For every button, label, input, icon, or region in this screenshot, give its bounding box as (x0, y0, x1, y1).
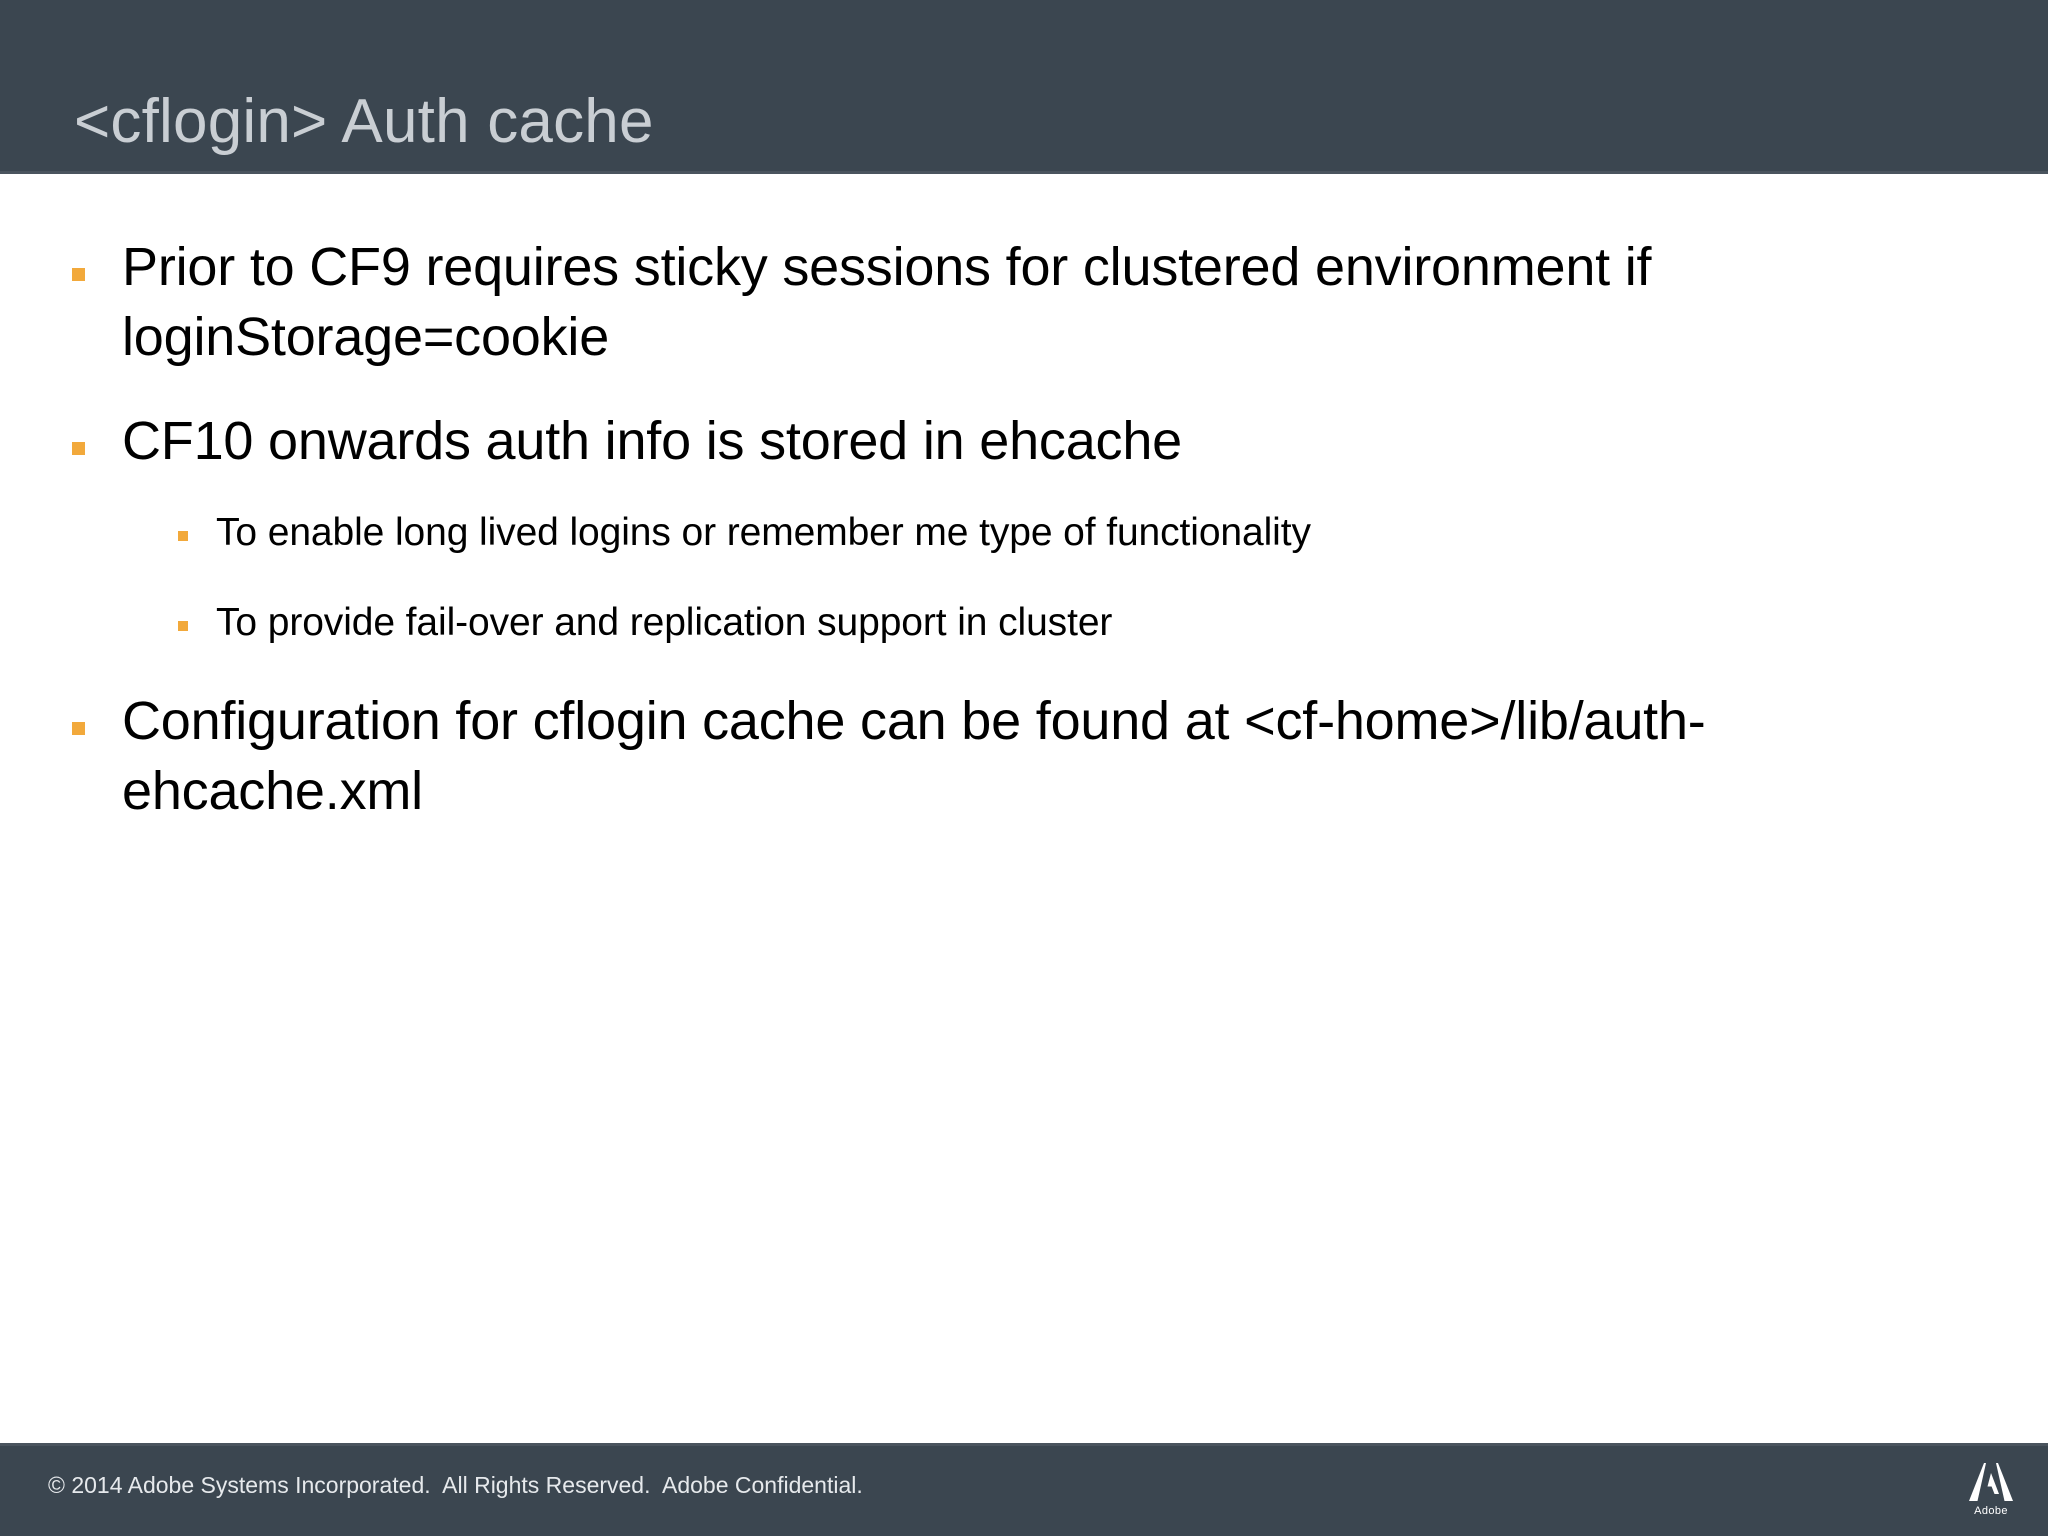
slide-body: Prior to CF9 requires sticky sessions fo… (0, 174, 2048, 1443)
bullet-square-icon (72, 442, 85, 455)
slide-header: <cflogin> Auth cache (0, 0, 2048, 174)
adobe-logo: Adobe (1960, 1461, 2022, 1523)
page-title: <cflogin> Auth cache (74, 86, 654, 156)
footer-divider (0, 1443, 2048, 1446)
copyright-text: © 2014 Adobe Systems Incorporated. All R… (48, 1472, 863, 1498)
bullet-square-icon (72, 268, 85, 281)
adobe-a-mark-icon (1966, 1461, 2016, 1503)
bullet-item-level2: To provide fail-over and replication sup… (178, 598, 1958, 648)
bullet-text: Configuration for cflogin cache can be f… (122, 691, 1706, 821)
bullet-item-level1: CF10 onwards auth info is stored in ehca… (72, 406, 1952, 476)
bullet-square-icon (178, 621, 188, 631)
bullet-item-level2: To enable long lived logins or remember … (178, 508, 1958, 558)
bullet-item-level1: Prior to CF9 requires sticky sessions fo… (72, 232, 1952, 372)
bullet-text: To enable long lived logins or remember … (216, 511, 1311, 554)
header-divider (0, 171, 2048, 174)
bullet-text: Prior to CF9 requires sticky sessions fo… (122, 237, 1652, 367)
bullet-text: To provide fail-over and replication sup… (216, 601, 1113, 644)
bullet-square-icon (72, 722, 85, 735)
bullet-item-level1: Configuration for cflogin cache can be f… (72, 686, 1952, 826)
bullet-square-icon (178, 531, 188, 541)
bullet-text: CF10 onwards auth info is stored in ehca… (122, 411, 1183, 471)
slide-footer: © 2014 Adobe Systems Incorporated. All R… (0, 1443, 2048, 1536)
adobe-wordmark: Adobe (1974, 1505, 2008, 1517)
